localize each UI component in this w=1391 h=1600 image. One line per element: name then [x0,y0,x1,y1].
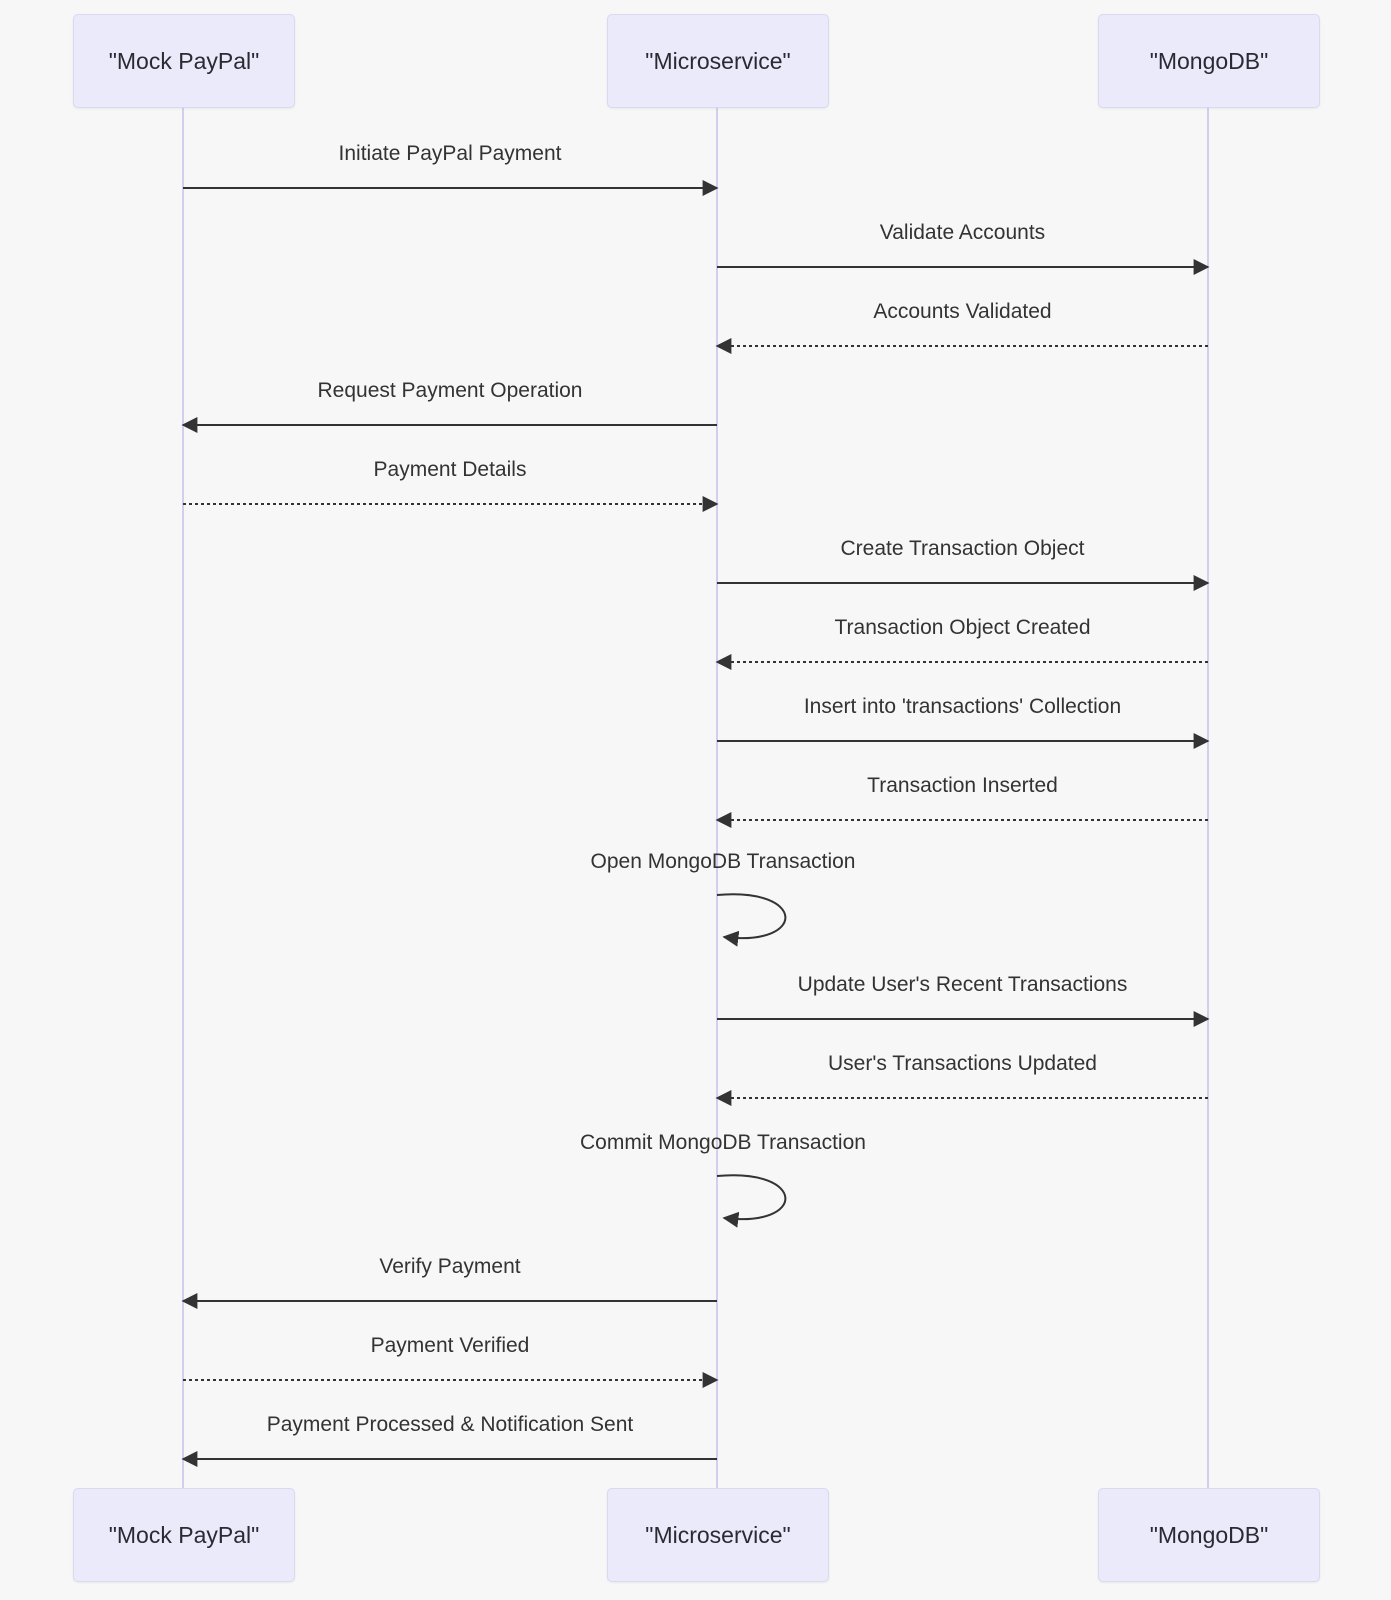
message-label: Validate Accounts [879,221,1046,244]
message-label: User's Transactions Updated [828,1052,1097,1075]
actor-label: "MongoDB" [1149,47,1269,74]
actor-box-microservice-top: "Microservice" [607,14,829,108]
message-label: Payment Details [373,458,527,481]
actor-label: "Mock PayPal" [108,1521,260,1548]
message-label: Initiate PayPal Payment [338,142,562,165]
actor-box-mongodb-top: "MongoDB" [1098,14,1320,108]
actor-label: "Microservice" [645,1521,791,1548]
self-message-arrow [716,1174,787,1228]
message-label: Transaction Object Created [834,616,1091,639]
message-label: Open MongoDB Transaction [590,850,856,873]
message-label: Update User's Recent Transactions [797,973,1128,996]
actor-box-mock-paypal-bottom: "Mock PayPal" [73,1488,295,1582]
message-label: Create Transaction Object [840,537,1085,560]
message-label: Payment Verified [370,1334,530,1357]
message-label: Insert into 'transactions' Collection [803,695,1122,718]
message-label: Transaction Inserted [867,774,1058,797]
message-label: Commit MongoDB Transaction [580,1131,866,1154]
message-label: Verify Payment [379,1255,521,1278]
message-label: Accounts Validated [873,300,1052,323]
message-label: Payment Processed & Notification Sent [266,1413,634,1436]
actor-box-mock-paypal-top: "Mock PayPal" [73,14,295,108]
actor-box-microservice-bottom: "Microservice" [607,1488,829,1582]
self-message-arrow [716,893,787,947]
actor-label: "MongoDB" [1149,1521,1269,1548]
actor-label: "Microservice" [645,47,791,74]
actor-box-mongodb-bottom: "MongoDB" [1098,1488,1320,1582]
message-label: Request Payment Operation [317,379,583,402]
actor-label: "Mock PayPal" [108,47,260,74]
